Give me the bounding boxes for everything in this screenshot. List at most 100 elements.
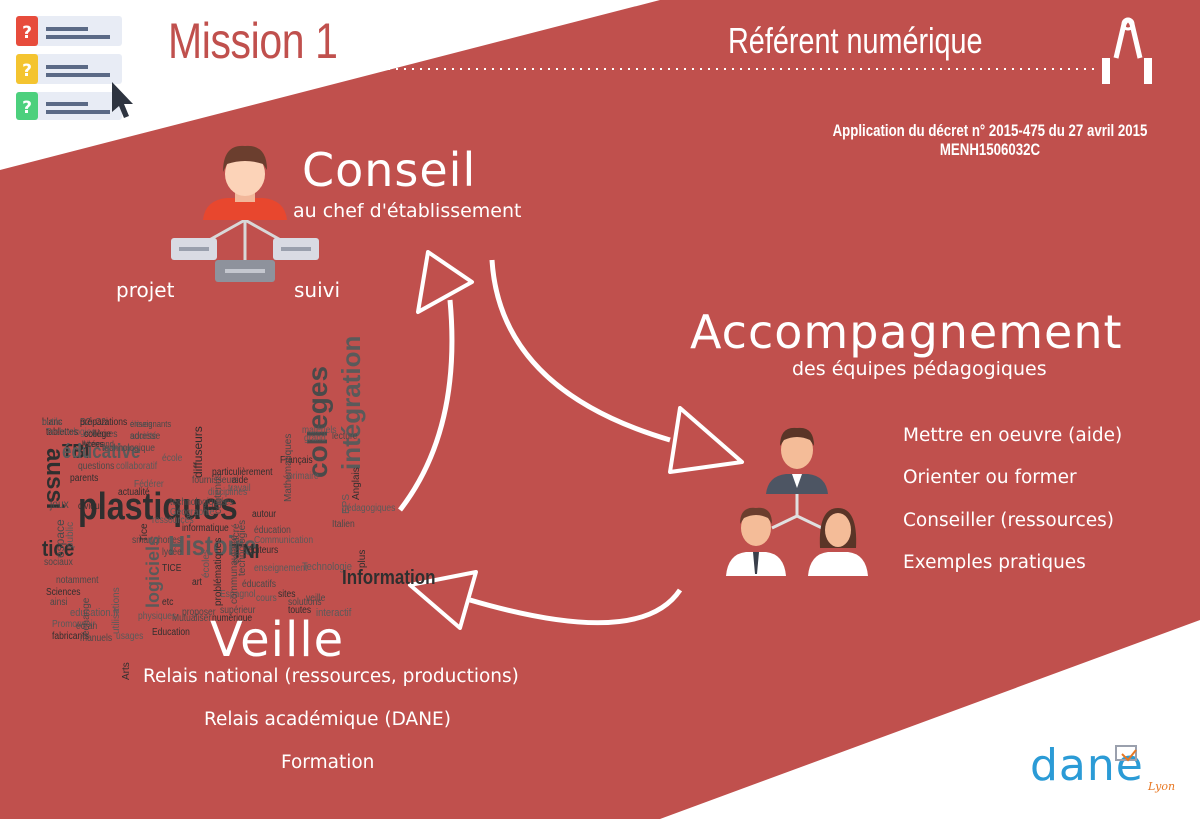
word-cloud-word: cours bbox=[256, 593, 277, 604]
dane-logo-mark-icon bbox=[1115, 745, 1137, 762]
word-cloud-word: travail bbox=[228, 483, 251, 494]
word-cloud-word: particulièrement bbox=[212, 467, 273, 478]
word-cloud-word: B2i-C2i bbox=[80, 417, 108, 428]
word-cloud-word: problématiques bbox=[213, 537, 224, 606]
word-cloud-word: préparations bbox=[80, 417, 128, 428]
word-cloud-word: Arts bbox=[121, 662, 132, 680]
word-cloud-word: société bbox=[130, 431, 157, 442]
word-cloud-word: veille bbox=[306, 593, 326, 604]
word-cloud-word: Mutualiser bbox=[172, 613, 212, 624]
word-cloud-word: lycées bbox=[82, 439, 104, 449]
word-cloud-word: EPS bbox=[341, 493, 352, 514]
word-cloud-word: smartphones bbox=[132, 535, 182, 546]
word-cloud-word: technologique bbox=[102, 443, 155, 454]
word-cloud-word: TBI bbox=[62, 441, 90, 463]
word-cloud-word: Italien bbox=[332, 519, 355, 530]
word-cloud-word: public bbox=[65, 521, 76, 548]
word-cloud-word: toutes bbox=[288, 605, 312, 616]
word-cloud-word: parents bbox=[70, 473, 99, 484]
cycle-arrows bbox=[398, 250, 744, 630]
decree-text: Application du décret n° 2015-475 du 27 … bbox=[787, 121, 1193, 159]
word-cloud-word: Information bbox=[342, 567, 436, 589]
word-cloud-word: Fédérer bbox=[134, 479, 164, 490]
word-cloud-word: civique bbox=[78, 501, 105, 512]
word-cloud-word: fabricants bbox=[52, 631, 89, 642]
word-cloud-word: numérique bbox=[212, 613, 253, 624]
word-cloud-word: Espagnol bbox=[220, 589, 256, 600]
word-cloud-word: ressources bbox=[152, 515, 194, 526]
word-cloud-word: jeux bbox=[50, 497, 69, 511]
word-cloud-word: matériels bbox=[302, 425, 337, 436]
role-title: Référent numérique bbox=[728, 20, 983, 61]
word-cloud-word: Tice bbox=[139, 523, 150, 542]
word-cloud-word: education.fr bbox=[70, 607, 119, 619]
word-cloud-word: logiciels bbox=[143, 535, 163, 608]
word-cloud-word: Anglais bbox=[351, 467, 362, 500]
word-cloud-word: primaire bbox=[288, 471, 319, 482]
accompagnement-subtitle: des équipes pédagogiques bbox=[792, 358, 1047, 380]
word-cloud-word: Technologie bbox=[302, 561, 352, 573]
svg-text:?: ? bbox=[22, 98, 32, 118]
word-cloud-word: blanc bbox=[42, 417, 63, 428]
word-cloud-word: tice bbox=[42, 536, 75, 561]
word-cloud-word: éducation bbox=[254, 525, 291, 536]
word-cloud-word: proposer bbox=[182, 607, 216, 618]
word-cloud-word: enseignants bbox=[130, 419, 172, 429]
arrow-accompagnement-to-veille bbox=[469, 588, 683, 626]
word-cloud-word: autour bbox=[252, 509, 277, 520]
word-cloud-word: etc bbox=[162, 597, 174, 608]
word-cloud-word: informatique bbox=[182, 523, 229, 534]
word-cloud-word: Mathématiques bbox=[283, 433, 294, 502]
quiz-checklist-icon: ? ? ? bbox=[16, 16, 133, 120]
word-cloud-word: Informer bbox=[102, 443, 134, 454]
binder-clip-icon bbox=[1102, 17, 1152, 84]
team-icon bbox=[726, 427, 868, 576]
word-cloud-word: collège bbox=[84, 429, 111, 440]
accompagnement-item-3: Conseiller (ressources) bbox=[903, 510, 1114, 531]
word-cloud-word: éducative bbox=[62, 441, 141, 463]
word-cloud-word: Sciences bbox=[46, 587, 81, 598]
word-cloud-word: enseignement bbox=[254, 563, 308, 574]
arrow-head-left bbox=[408, 570, 478, 630]
decree-line2: MENH1506032C bbox=[939, 140, 1041, 159]
word-cloud-word: Technologies bbox=[46, 427, 96, 438]
veille-item-1: Relais national (ressources, productions… bbox=[143, 666, 519, 687]
word-cloud-word: écoles bbox=[201, 549, 212, 578]
word-cloud-word: TNI bbox=[232, 541, 260, 563]
word-cloud-word: Français bbox=[280, 455, 313, 466]
word-cloud-word: outils bbox=[42, 417, 62, 428]
word-cloud-word: écran bbox=[76, 621, 98, 632]
conseil-subtitle: au chef d'établissement bbox=[293, 200, 522, 222]
word-cloud-word: Education bbox=[152, 627, 190, 638]
word-cloud-word: éducatifs bbox=[242, 579, 277, 590]
word-cloud-word: fournisseurs bbox=[192, 475, 239, 486]
word-cloud-word: plastiques bbox=[78, 486, 238, 528]
word-cloud-word: technologiques bbox=[170, 497, 228, 508]
word-cloud-word: solutions bbox=[288, 597, 322, 608]
arrow-conseil-to-accompagnement bbox=[489, 259, 671, 443]
word-cloud-word: collaboratif bbox=[116, 461, 158, 472]
word-cloud-word: liées bbox=[216, 497, 234, 508]
word-cloud-word: usages bbox=[116, 631, 144, 642]
word-cloud-word: lecture bbox=[332, 431, 358, 442]
word-cloud-word: plus bbox=[357, 549, 368, 568]
person-network-icon bbox=[171, 145, 319, 282]
word-cloud-word: manuels bbox=[80, 633, 113, 644]
mission-title: Mission 1 bbox=[168, 13, 338, 69]
word-cloud-word: Géographie bbox=[170, 507, 215, 518]
svg-text:?: ? bbox=[22, 61, 32, 81]
decree-line1: Application du décret n° 2015-475 du 27 … bbox=[832, 121, 1148, 140]
word-cloud-word: sociaux bbox=[44, 557, 73, 568]
word-cloud-word: questions bbox=[78, 461, 115, 472]
word-cloud-word: aide bbox=[232, 475, 249, 486]
accompagnement-item-2: Orienter ou former bbox=[903, 467, 1077, 488]
arrow-head-right bbox=[668, 406, 744, 474]
svg-text:?: ? bbox=[22, 23, 32, 43]
word-cloud-word: élèves bbox=[130, 419, 153, 429]
word-cloud-word: éditeurs bbox=[248, 545, 279, 556]
accompagnement-item-1: Mettre en oeuvre (aide) bbox=[903, 425, 1123, 446]
word-cloud-word: Allemand bbox=[82, 439, 114, 449]
word-cloud-word: tablettes bbox=[46, 427, 79, 438]
